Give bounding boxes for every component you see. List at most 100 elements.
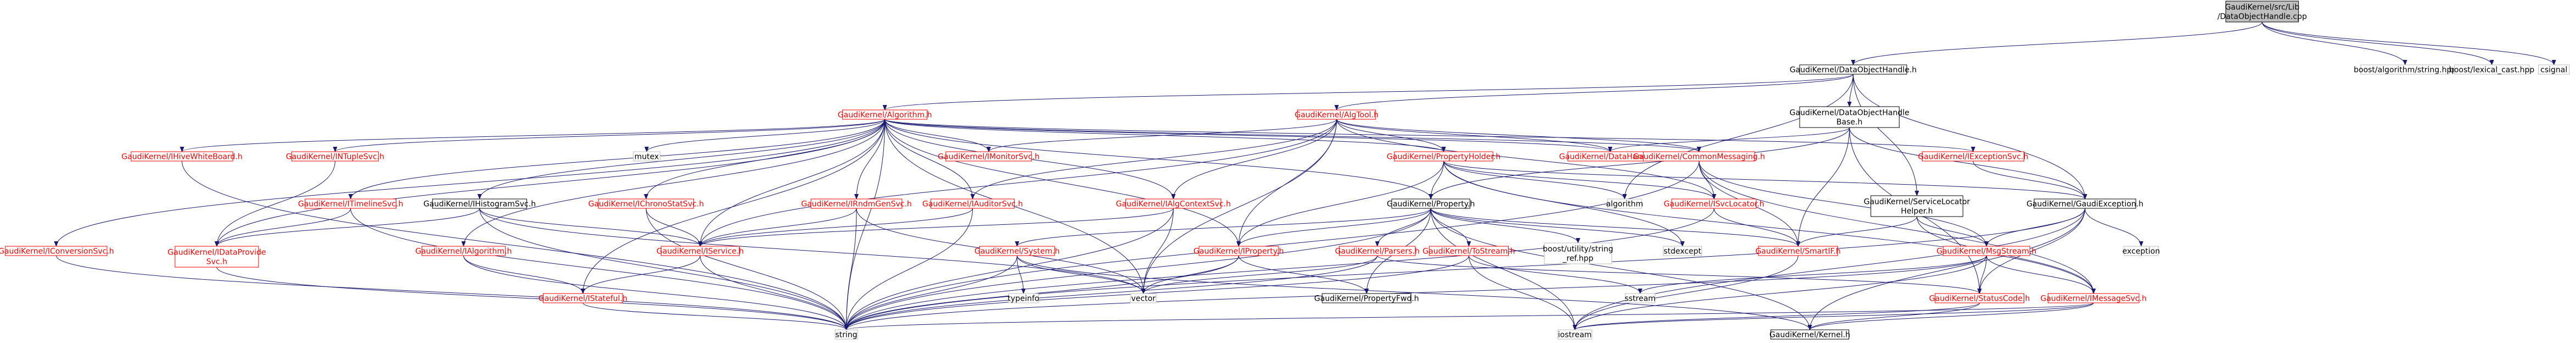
node-typeinfo: typeinfo — [1007, 293, 1039, 303]
edge-alg-to-ihiveb — [180, 119, 886, 152]
node-label: /DataObjectHandle.cpp — [2217, 13, 2307, 21]
edge-itime-to-string — [350, 208, 849, 330]
edge-mstream-to-iostream — [1572, 255, 1987, 330]
node-iprop[interactable]: GaudiKernel/IProperty.h — [1194, 246, 1284, 256]
edge-ichrono-to-string — [646, 208, 849, 330]
node-itime[interactable]: GaudiKernel/ITimelineSvc.h — [298, 198, 404, 209]
edge-alg-to-irndm — [854, 119, 886, 200]
node-box — [2360, 64, 2450, 75]
edge-gexc-to-iostream — [1572, 208, 2086, 330]
node-box — [1339, 246, 1416, 256]
node-ichrono[interactable]: GaudiKernel/IChronoStatSvc.h — [588, 198, 704, 209]
edge-phold-to-iprop — [1236, 161, 1444, 247]
node-algtool[interactable]: GaudiKernel/AlgTool.h — [1295, 109, 1379, 120]
edge-scode-to-kernel — [1807, 302, 1980, 330]
edge-phold-to-isvcl — [1443, 161, 1716, 200]
edge-algtool-to-imon — [987, 119, 1337, 152]
node-prop[interactable]: GaudiKernel/Property.h — [1387, 198, 1475, 209]
edge-iactx-to-string — [844, 208, 1174, 330]
node-label: GaudiKernel/IProperty.h — [1194, 247, 1284, 256]
edge-parse-to-vector — [1141, 255, 1378, 294]
node-box — [1321, 293, 1412, 303]
node-iconv[interactable]: GaudiKernel/IConversionSvc.h — [0, 246, 114, 256]
node-isvc[interactable]: GaudiKernel/IService.h — [657, 246, 744, 256]
edge-root-to-doh — [1851, 21, 2263, 65]
node-label: Base.h — [1836, 118, 1862, 127]
edge-alg-to-istat — [580, 119, 886, 294]
node-box — [5, 246, 108, 256]
edge-alg-to-iconv — [54, 119, 886, 247]
edge-prop-to-iostream — [1430, 208, 1577, 330]
edge-gexc-to-string — [844, 208, 2086, 330]
edge-iaud-to-isvc — [698, 208, 973, 247]
node-dhandle[interactable]: GaudiKernel/DataHandle.h — [1559, 151, 1661, 162]
node-label: Helper.h — [1901, 207, 1933, 216]
edge-phold-to-gexc — [1443, 161, 2087, 200]
edge-algtool-to-vector — [1141, 119, 1337, 294]
node-box — [2225, 1, 2299, 23]
node-label: GaudiKernel/IDataProvide — [167, 248, 266, 257]
node-imsg[interactable]: GaudiKernel/IMessageSvc.h — [2040, 293, 2147, 303]
node-tostr[interactable]: GaudiKernel/ToStream.h — [1423, 246, 1515, 256]
node-exception: exception — [2123, 246, 2160, 256]
node-sptr[interactable]: GaudiKernel/SmartIF.h — [1755, 246, 1841, 256]
edge-iprop-to-vector — [1141, 255, 1239, 294]
edge-prop-to-kernel — [1430, 208, 1812, 330]
node-label: GaudiKernel/ISvcLocator.h — [1664, 200, 1764, 209]
edge-root-to-lexc — [2261, 21, 2494, 65]
node-iactx[interactable]: GaudiKernel/IAlgContextSvc.h — [1116, 198, 1231, 209]
edge-parse-to-string — [844, 255, 1378, 330]
node-alg[interactable]: GaudiKernel/Algorithm.h — [838, 109, 932, 120]
node-label: GaudiKernel/IAlgContextSvc.h — [1116, 200, 1231, 209]
node-intuple[interactable]: GaudiKernel/INTupleSvc.h — [286, 151, 384, 162]
edge-mstream-to-imsg — [1986, 255, 2096, 294]
node-phold[interactable]: GaudiKernel/PropertyHolder.h — [1387, 151, 1500, 162]
node-root[interactable]: GaudiKernel/src/Lib/DataObjectHandle.cpp — [2217, 1, 2307, 23]
edge-alg-to-iprop — [884, 119, 1241, 247]
node-cmsg[interactable]: GaudiKernel/CommonMessaging.h — [1633, 151, 1765, 162]
edge-idp-to-string — [216, 267, 849, 330]
node-scode[interactable]: GaudiKernel/StatusCode.h — [1929, 293, 2030, 303]
node-istat[interactable]: GaudiKernel/IStateful.h — [539, 293, 628, 303]
node-ihist[interactable]: GaudiKernel/IHistogramSvc.h — [423, 198, 536, 209]
node-irndm[interactable]: GaudiKernel/IRndmGenSvc.h — [801, 198, 912, 209]
edge-ihist-to-string — [479, 208, 849, 330]
node-box — [2034, 198, 2136, 209]
node-iexc[interactable]: GaudiKernel/IExceptionSvc.h — [1918, 151, 2028, 162]
node-string: string — [835, 329, 858, 340]
node-isvcl[interactable]: GaudiKernel/ISvcLocator.h — [1664, 198, 1764, 209]
node-sysh[interactable]: GaudiKernel/System.h — [975, 246, 1060, 256]
node-gexc[interactable]: GaudiKernel/GaudiException.h — [2026, 198, 2143, 209]
edge-prop-to-sptr — [1430, 208, 1800, 247]
node-mstream[interactable]: GaudiKernel/MsgStream.h — [1936, 246, 2036, 256]
node-label: csignal — [2540, 66, 2567, 75]
edge-alg-to-cmsg — [884, 119, 1701, 152]
node-box — [305, 198, 396, 209]
node-iaud[interactable]: GaudiKernel/IAuditorSvc.h — [922, 198, 1023, 209]
node-ialgo[interactable]: GaudiKernel/IAlgorithm.h — [415, 246, 512, 256]
node-box — [842, 109, 928, 120]
node-box — [931, 198, 1015, 209]
node-label: typeinfo — [1007, 295, 1039, 303]
node-box — [1130, 293, 1157, 303]
node-label: GaudiKernel/PropertyFwd.h — [1314, 295, 1419, 303]
edge-prop-to-string — [844, 208, 1431, 330]
node-parse[interactable]: GaudiKernel/Parsers.h — [1335, 246, 1420, 256]
node-label: GaudiKernel/IConversionSvc.h — [0, 247, 114, 256]
node-kernel[interactable]: GaudiKernel/Kernel.h — [1769, 329, 1850, 340]
node-box — [1607, 198, 1642, 209]
node-ihiveb[interactable]: GaudiKernel/IHiveWhiteBoard.h — [121, 151, 243, 162]
node-box — [1758, 246, 1838, 256]
edge-irndm-to-isvc — [698, 208, 857, 247]
node-imon[interactable]: GaudiKernel/IMonitorSvc.h — [938, 151, 1039, 162]
node-doh[interactable]: GaudiKernel/DataObjectHandle.h — [1790, 64, 1917, 75]
edge-algtool-to-iaud — [970, 119, 1337, 200]
node-label: GaudiKernel/IHistogramSvc.h — [423, 200, 536, 209]
node-box — [291, 151, 379, 162]
edge-algtool-to-cmsg — [1336, 119, 1701, 152]
node-box — [2538, 64, 2570, 75]
node-pfwd[interactable]: GaudiKernel/PropertyFwd.h — [1314, 293, 1419, 303]
